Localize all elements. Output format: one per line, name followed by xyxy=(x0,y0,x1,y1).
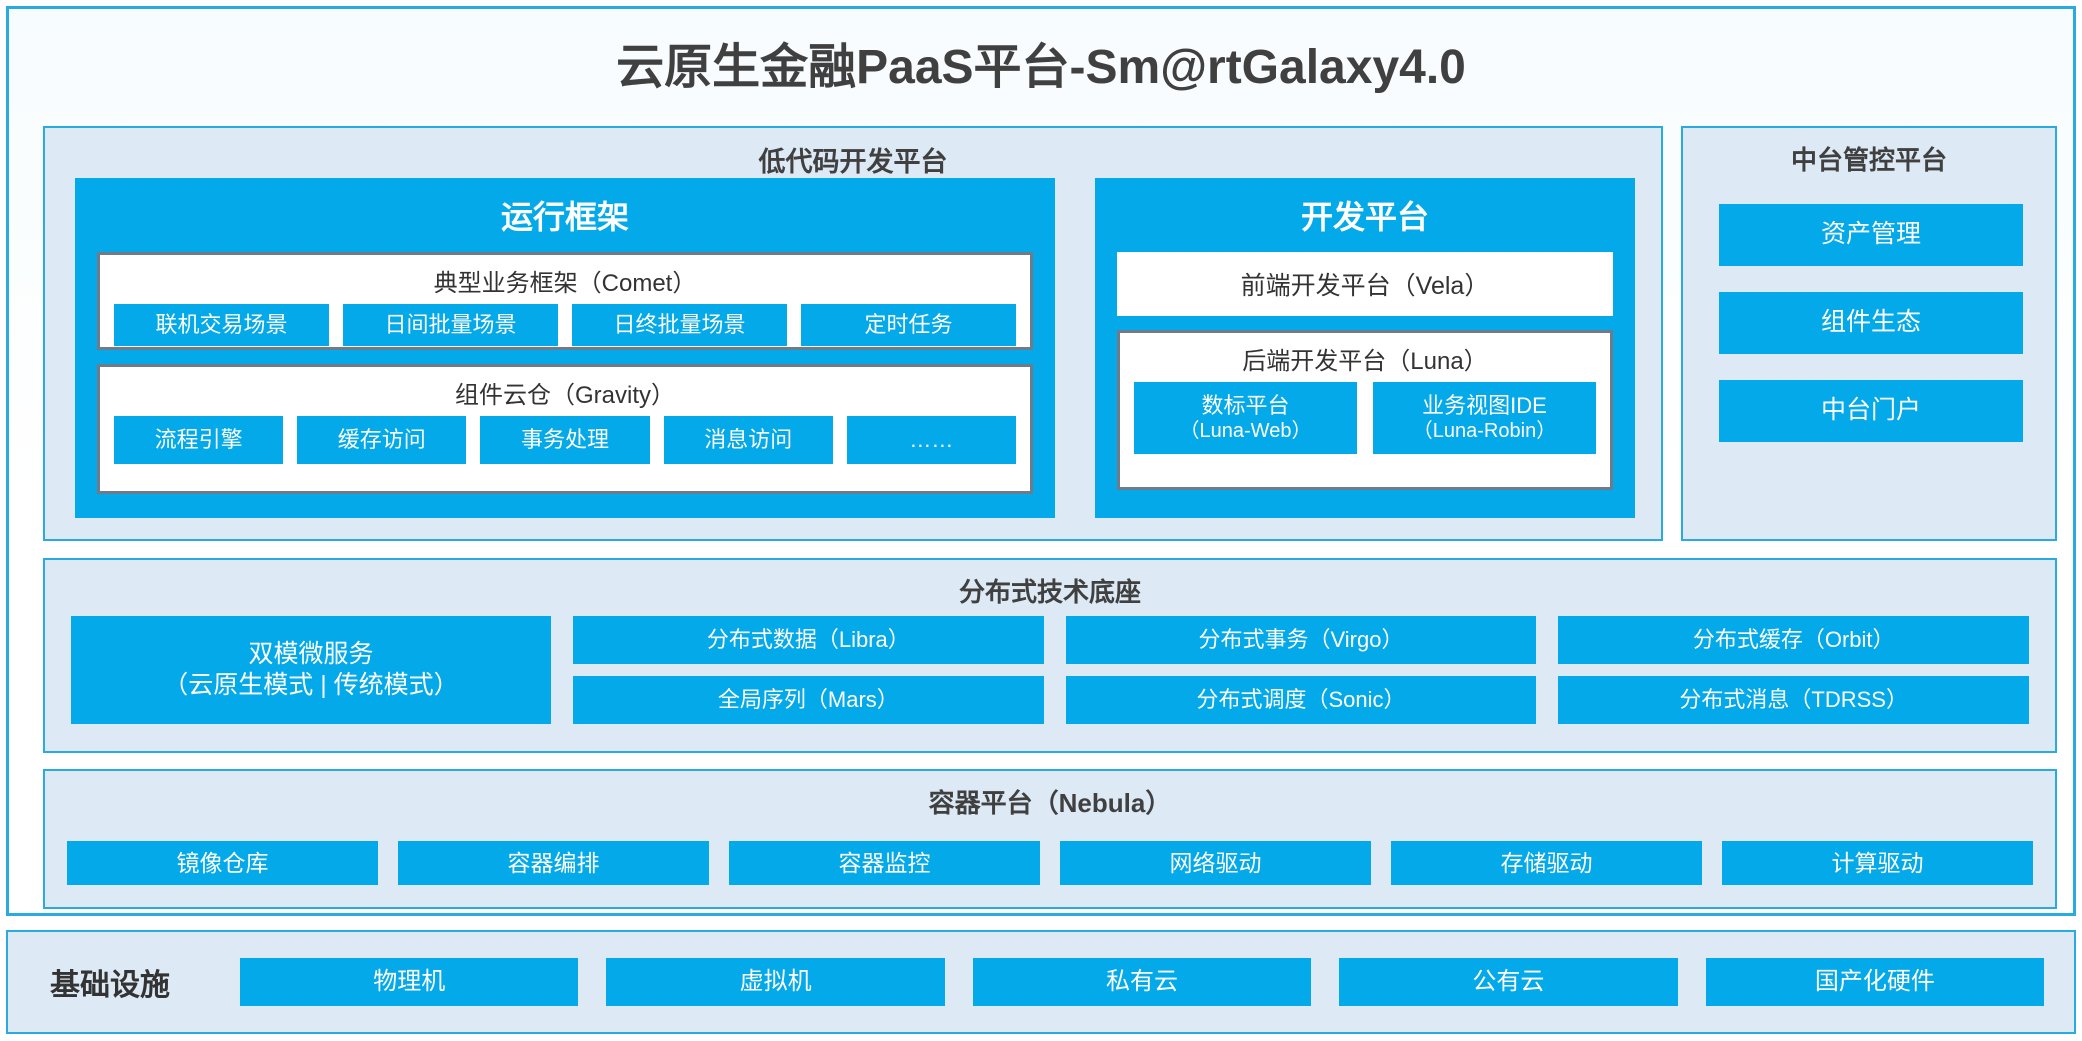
dual-mode-line2: （云原生模式 | 传统模式） xyxy=(163,671,459,699)
comet-item[interactable]: 联机交易场景 xyxy=(114,304,329,346)
comet-box: 典型业务框架（Comet） 联机交易场景 日间批量场景 日终批量场景 定时任务 xyxy=(97,252,1033,350)
dist-item-tdrss[interactable]: 分布式消息（TDRSS） xyxy=(1558,676,2030,724)
luna-items: 数标平台 （Luna-Web） 业务视图IDE （Luna-Robin） xyxy=(1120,382,1610,454)
main-frame: 云原生金融PaaS平台-Sm@rtGalaxy4.0 低代码开发平台 运行框架 … xyxy=(6,6,2076,916)
distributed-column-2: 分布式事务（Virgo） 分布式调度（Sonic） xyxy=(1065,616,1537,724)
luna-item-name: 数标平台 xyxy=(1201,392,1290,418)
infra-item-physical-machine[interactable]: 物理机 xyxy=(240,958,579,1006)
dual-mode-line1: 双模微服务 xyxy=(248,639,374,668)
luna-item-code: （Luna-Robin） xyxy=(1412,420,1557,443)
container-items: 镜像仓库 容器编排 容器监控 网络驱动 存储驱动 计算驱动 xyxy=(67,841,2033,885)
gravity-items: 流程引擎 缓存访问 事务处理 消息访问 …… xyxy=(100,416,1030,464)
gravity-item[interactable]: 消息访问 xyxy=(663,416,833,464)
dist-item-orbit[interactable]: 分布式缓存（Orbit） xyxy=(1558,616,2030,664)
page-title: 云原生金融PaaS平台-Sm@rtGalaxy4.0 xyxy=(616,41,1466,94)
container-item-storage-driver[interactable]: 存储驱动 xyxy=(1391,841,1702,885)
backend-platform-title: 后端开发平台（Luna） xyxy=(1242,348,1488,375)
gravity-title: 组件云仓（Gravity） xyxy=(454,382,675,409)
midend-items: 资产管理 组件生态 中台门户 xyxy=(1719,204,2023,468)
container-item-network-driver[interactable]: 网络驱动 xyxy=(1060,841,1371,885)
runtime-framework-title: 运行框架 xyxy=(500,199,629,235)
gravity-item[interactable]: 缓存访问 xyxy=(297,416,467,464)
infra-item-domestic-hardware[interactable]: 国产化硬件 xyxy=(1705,958,2045,1006)
comet-item[interactable]: 日间批量场景 xyxy=(343,304,558,346)
gravity-box: 组件云仓（Gravity） 流程引擎 缓存访问 事务处理 消息访问 …… xyxy=(97,364,1033,494)
midend-title: 中台管控平台 xyxy=(1790,145,1947,175)
distributed-foundation-panel: 分布式技术底座 双模微服务 （云原生模式 | 传统模式） 分布式数据（Libra… xyxy=(43,558,2057,753)
comet-items: 联机交易场景 日间批量场景 日终批量场景 定时任务 xyxy=(100,304,1030,346)
runtime-framework-box: 运行框架 典型业务框架（Comet） 联机交易场景 日间批量场景 日终批量场景 … xyxy=(75,178,1055,518)
infra-item-virtual-machine[interactable]: 虚拟机 xyxy=(606,958,945,1006)
dual-mode-microservice[interactable]: 双模微服务 （云原生模式 | 传统模式） xyxy=(71,616,551,724)
infrastructure-items: 物理机 虚拟机 私有云 公有云 国产化硬件 xyxy=(240,958,2045,1006)
infra-item-public-cloud[interactable]: 公有云 xyxy=(1339,958,1678,1006)
container-item-monitoring[interactable]: 容器监控 xyxy=(729,841,1040,885)
distributed-foundation-title: 分布式技术底座 xyxy=(958,577,1141,607)
container-platform-panel: 容器平台（Nebula） 镜像仓库 容器编排 容器监控 网络驱动 存储驱动 计算… xyxy=(43,769,2057,909)
midend-item-portal[interactable]: 中台门户 xyxy=(1719,380,2023,442)
dist-item-libra[interactable]: 分布式数据（Libra） xyxy=(573,616,1044,664)
frontend-platform-vela[interactable]: 前端开发平台（Vela） xyxy=(1117,252,1613,316)
distributed-column-1: 分布式数据（Libra） 全局序列（Mars） xyxy=(573,616,1044,724)
luna-item-luna-web[interactable]: 数标平台 （Luna-Web） xyxy=(1134,382,1357,454)
luna-item-code: （Luna-Web） xyxy=(1179,420,1312,443)
infrastructure-panel: 基础设施 物理机 虚拟机 私有云 公有云 国产化硬件 xyxy=(6,930,2076,1034)
comet-item[interactable]: 日终批量场景 xyxy=(572,304,787,346)
lowcode-platform-panel: 低代码开发平台 运行框架 典型业务框架（Comet） 联机交易场景 日间批量场景… xyxy=(43,126,1663,541)
distributed-grid: 双模微服务 （云原生模式 | 传统模式） 分布式数据（Libra） 全局序列（M… xyxy=(71,616,2030,724)
gravity-item-ellipsis[interactable]: …… xyxy=(846,416,1017,464)
infrastructure-label: 基础设施 xyxy=(50,969,170,1002)
comet-title: 典型业务框架（Comet） xyxy=(433,270,697,297)
container-platform-title: 容器平台（Nebula） xyxy=(928,788,1172,818)
dual-mode-microservice-wrap: 双模微服务 （云原生模式 | 传统模式） xyxy=(71,616,551,724)
gravity-item[interactable]: 事务处理 xyxy=(480,416,650,464)
development-platform-title: 开发平台 xyxy=(1300,199,1429,235)
container-item-image-registry[interactable]: 镜像仓库 xyxy=(67,841,378,885)
container-item-compute-driver[interactable]: 计算驱动 xyxy=(1722,841,2033,885)
dist-item-sonic[interactable]: 分布式调度（Sonic） xyxy=(1065,676,1537,724)
luna-item-luna-robin[interactable]: 业务视图IDE （Luna-Robin） xyxy=(1373,382,1596,454)
luna-item-name: 业务视图IDE xyxy=(1422,392,1547,418)
distributed-column-3: 分布式缓存（Orbit） 分布式消息（TDRSS） xyxy=(1558,616,2030,724)
infra-item-private-cloud[interactable]: 私有云 xyxy=(972,958,1312,1006)
midend-item-asset-management[interactable]: 资产管理 xyxy=(1719,204,2023,266)
development-platform-box: 开发平台 前端开发平台（Vela） 后端开发平台（Luna） 数标平台 （Lun… xyxy=(1095,178,1635,518)
gravity-item[interactable]: 流程引擎 xyxy=(114,416,284,464)
backend-platform-luna-box: 后端开发平台（Luna） 数标平台 （Luna-Web） 业务视图IDE （Lu… xyxy=(1117,330,1613,490)
dist-item-mars[interactable]: 全局序列（Mars） xyxy=(573,676,1044,724)
midend-item-component-ecosystem[interactable]: 组件生态 xyxy=(1719,292,2023,354)
comet-item[interactable]: 定时任务 xyxy=(801,304,1016,346)
dist-item-virgo[interactable]: 分布式事务（Virgo） xyxy=(1065,616,1537,664)
lowcode-platform-title: 低代码开发平台 xyxy=(758,147,948,177)
midend-control-panel: 中台管控平台 资产管理 组件生态 中台门户 xyxy=(1681,126,2057,541)
container-item-orchestration[interactable]: 容器编排 xyxy=(398,841,709,885)
